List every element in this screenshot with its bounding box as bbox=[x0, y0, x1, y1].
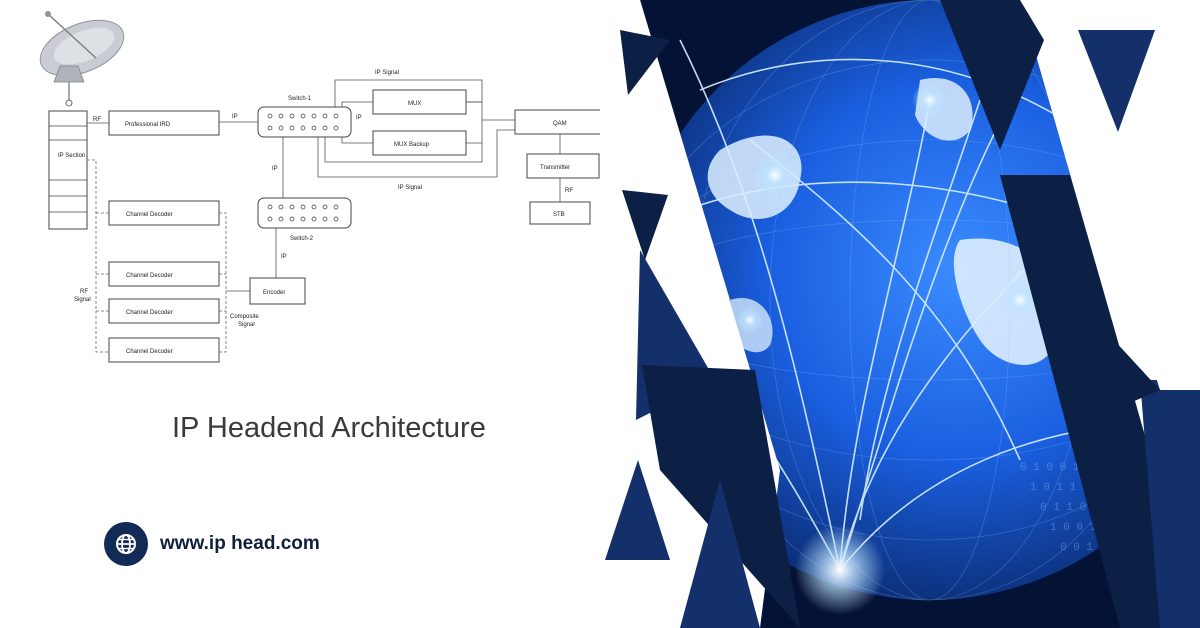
switch-1-block: Switch-1 bbox=[257, 96, 352, 138]
transmitter-block: Transmitter bbox=[526, 153, 600, 179]
rf-signal-label-2: Signal bbox=[74, 297, 91, 303]
satellite-dish-icon bbox=[39, 11, 125, 107]
ip-signal-bottom-label: IP Signal bbox=[398, 185, 422, 191]
qam-label: QAM bbox=[553, 121, 567, 127]
mux-backup-block: MUX Backup bbox=[372, 130, 467, 156]
ip-label-switch2: IP bbox=[272, 166, 278, 172]
composite-label-1: Composite bbox=[230, 314, 259, 320]
professional-ird-label: Professional IRD bbox=[125, 122, 171, 128]
diagram-title: IP Headend Architecture bbox=[172, 412, 486, 444]
rf-label: RF bbox=[93, 117, 101, 123]
channel-decoder-block-2: Channel Decoder bbox=[108, 261, 220, 287]
ip-label-encoder: IP bbox=[281, 254, 287, 260]
encoder-block: Encoder bbox=[249, 277, 306, 305]
architecture-diagram: IP Section Professional IRD RF Switch-1 … bbox=[39, 11, 609, 363]
ip-label-ird: IP bbox=[232, 114, 238, 120]
stb-block: STB bbox=[529, 201, 591, 225]
mux-backup-label: MUX Backup bbox=[394, 142, 430, 148]
ip-signal-top-label: IP Signal bbox=[375, 70, 399, 76]
website-url[interactable]: www.ip head.com bbox=[160, 533, 320, 554]
channel-decoder-label-2: Channel Decoder bbox=[126, 273, 173, 279]
channel-decoder-label-3: Channel Decoder bbox=[126, 310, 173, 316]
qam-block: QAM bbox=[514, 109, 609, 135]
decorative-shapes bbox=[600, 0, 1200, 628]
rf-signal-label-1: RF bbox=[80, 289, 88, 295]
network-globe-illustration: 0 1 0 0 1 1 0 1 0 1 1 0 0 1 0 1 1 0 1 0 … bbox=[600, 0, 1200, 628]
switch-2-label: Switch-2 bbox=[290, 236, 314, 242]
ip-label-switch: IP bbox=[356, 115, 362, 121]
switch-2-block: Switch-2 bbox=[257, 197, 352, 242]
rf-transmit-label: RF bbox=[565, 188, 573, 194]
channel-decoder-label-4: Channel Decoder bbox=[126, 349, 173, 355]
mux-block: MUX bbox=[372, 89, 467, 115]
channel-decoder-label-1: Channel Decoder bbox=[126, 212, 173, 218]
composite-label-2: Signal bbox=[238, 322, 255, 328]
professional-ird-block: Professional IRD bbox=[108, 110, 220, 136]
channel-decoder-block-1: Channel Decoder bbox=[108, 200, 220, 226]
switch-1-label: Switch-1 bbox=[288, 96, 312, 102]
website-link[interactable]: www.ip head.com bbox=[104, 522, 320, 566]
ip-section-block: IP Section bbox=[48, 110, 88, 230]
mux-label: MUX bbox=[408, 101, 421, 107]
channel-decoder-block-3: Channel Decoder bbox=[108, 298, 220, 324]
encoder-label: Encoder bbox=[263, 290, 285, 296]
stb-label: STB bbox=[553, 212, 565, 218]
globe-icon bbox=[104, 522, 148, 566]
channel-decoder-block-4: Channel Decoder bbox=[108, 337, 220, 363]
ip-section-label: IP Section bbox=[58, 153, 85, 159]
transmitter-label: Transmitter bbox=[540, 165, 570, 171]
